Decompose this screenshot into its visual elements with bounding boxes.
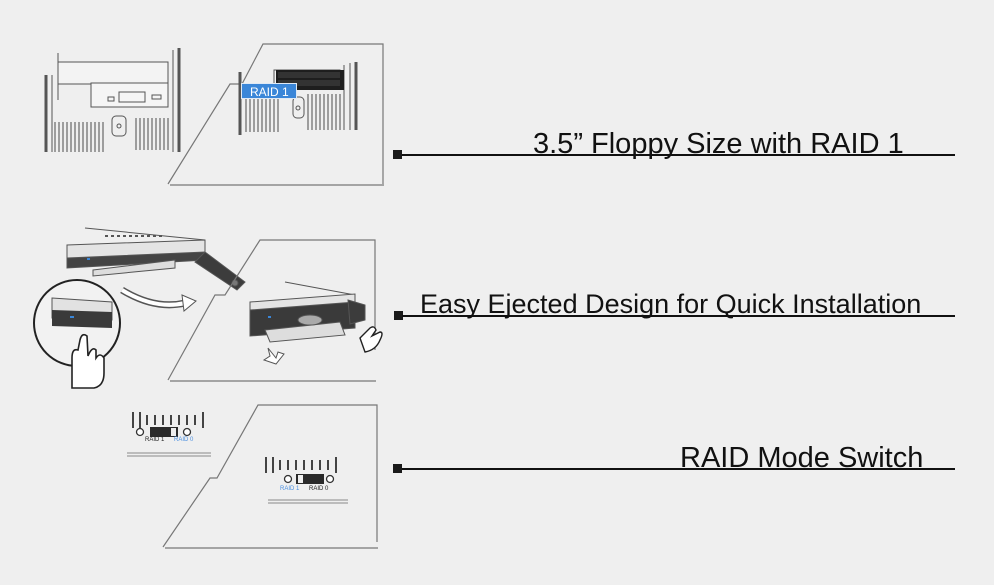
raid-switch-before-illustration	[127, 412, 211, 457]
zoom-panel-frame	[167, 239, 376, 382]
zoom-panel-frame	[167, 43, 384, 186]
feature-title-floppy-raid1: 3.5” Floppy Size with RAID 1	[533, 128, 904, 160]
eject-arrow-icon	[262, 347, 285, 365]
magnifier-hand-press-illustration	[33, 279, 121, 389]
feature-underline	[402, 154, 955, 156]
raid-switch-after-illustration	[265, 457, 348, 504]
switch-before-label-raid0: RAID 0	[174, 437, 194, 443]
raid1-callout: RAID 1	[241, 83, 297, 99]
hand-icon	[71, 333, 105, 389]
drive-tray-ejected-illustration	[249, 281, 383, 365]
switch-after-label-raid1: RAID 1	[280, 486, 300, 492]
feature-bullet	[393, 464, 402, 473]
drive-handle-extended-illustration	[66, 227, 246, 291]
curved-arrow-icon	[120, 286, 197, 312]
feature-underline	[402, 315, 955, 317]
feature-bullet	[394, 311, 403, 320]
feature-bullet	[393, 150, 402, 159]
feature-underline	[402, 468, 955, 470]
switch-before-label-raid1: RAID 1	[145, 437, 165, 443]
switch-after-label-raid0: RAID 0	[309, 486, 329, 492]
pc-front-floppy-illustration	[44, 48, 181, 152]
feature-title-raid-switch: RAID Mode Switch	[680, 442, 924, 474]
pc-front-raid-enclosure-illustration	[238, 62, 358, 135]
raid1-callout-label: RAID 1	[250, 85, 289, 99]
zoom-panel-frame	[162, 404, 378, 549]
feature-title-easy-eject: Easy Ejected Design for Quick Installati…	[420, 289, 922, 319]
hand-icon	[359, 326, 383, 353]
